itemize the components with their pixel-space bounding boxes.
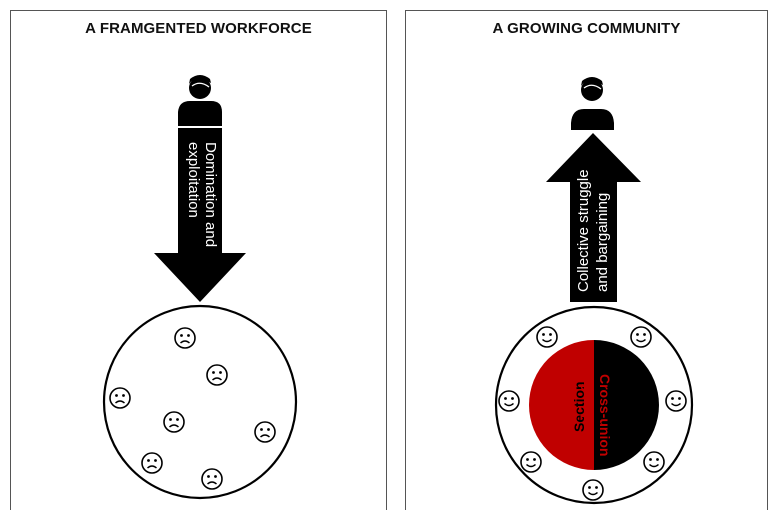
- sad-face-icon: [201, 468, 223, 490]
- sad-face-icon: [206, 364, 228, 386]
- sad-face-icon: [109, 387, 131, 409]
- sad-face-icon: [254, 421, 276, 443]
- domination-arrow: Domination and exploitation: [154, 128, 246, 302]
- happy-face-icon: [498, 390, 520, 412]
- happy-face-icon: [643, 451, 665, 473]
- sad-face-icon: [141, 452, 163, 474]
- arrow-label-line1: Collective struggle: [575, 169, 592, 292]
- sad-face-icon: [163, 411, 185, 433]
- happy-face-icon: [582, 479, 604, 501]
- person-icon: [178, 75, 222, 126]
- arrow-label-line2: exploitation: [185, 142, 202, 218]
- collective-struggle-arrow: Collective struggle and bargaining: [546, 133, 641, 302]
- cross-union-label-line2: group: [581, 383, 597, 423]
- happy-face-icon: [520, 451, 542, 473]
- arrow-label-line1: Domination and: [202, 142, 219, 247]
- happy-face-icon: [630, 326, 652, 348]
- section-label: Section: [571, 381, 587, 432]
- panel-title-left: A FRAMGENTED WORKFORCE: [85, 20, 312, 37]
- happy-face-icon: [536, 326, 558, 348]
- cross-union-label-line1: Cross-union: [597, 374, 613, 456]
- sad-face-icon: [174, 327, 196, 349]
- workforce-circle: [102, 304, 298, 500]
- happy-face-icon: [665, 390, 687, 412]
- person-icon: [571, 77, 614, 130]
- arrow-label-line2: and bargaining: [594, 193, 611, 292]
- panel-title-right: A GROWING COMMUNITY: [492, 20, 681, 37]
